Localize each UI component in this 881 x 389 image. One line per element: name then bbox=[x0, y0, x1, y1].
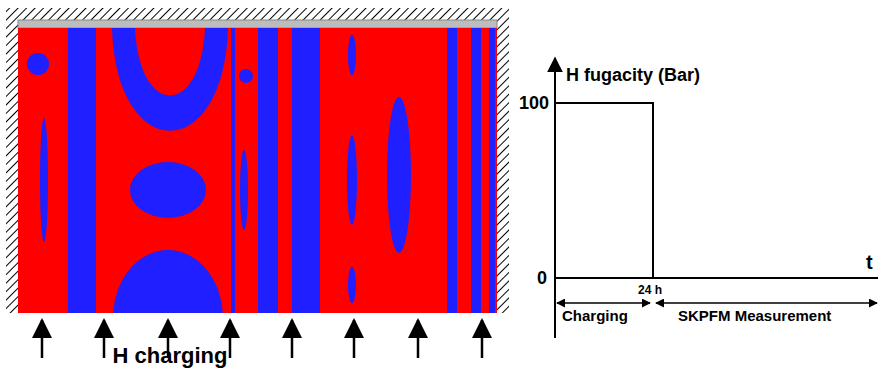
phase-label: SKPFM Measurement bbox=[678, 308, 831, 323]
axis-title: H fugacity (Bar) bbox=[566, 66, 700, 84]
charging-label: H charging bbox=[113, 345, 228, 367]
time-label: 24 h bbox=[638, 284, 662, 296]
fugacity-step bbox=[555, 103, 653, 278]
chart-axes bbox=[555, 58, 878, 338]
tick-label: 100 bbox=[519, 94, 549, 112]
hatch-wall bbox=[6, 20, 18, 313]
time-span-arrows bbox=[557, 302, 877, 304]
axis-label: t bbox=[866, 252, 873, 272]
charging-arrows bbox=[42, 320, 482, 358]
hatch-wall bbox=[497, 20, 509, 313]
sample bbox=[18, 28, 497, 313]
phase-label: Charging bbox=[562, 308, 628, 323]
hatch-wall bbox=[6, 8, 509, 20]
tick-label: 0 bbox=[537, 269, 547, 287]
top-plate bbox=[18, 20, 497, 28]
